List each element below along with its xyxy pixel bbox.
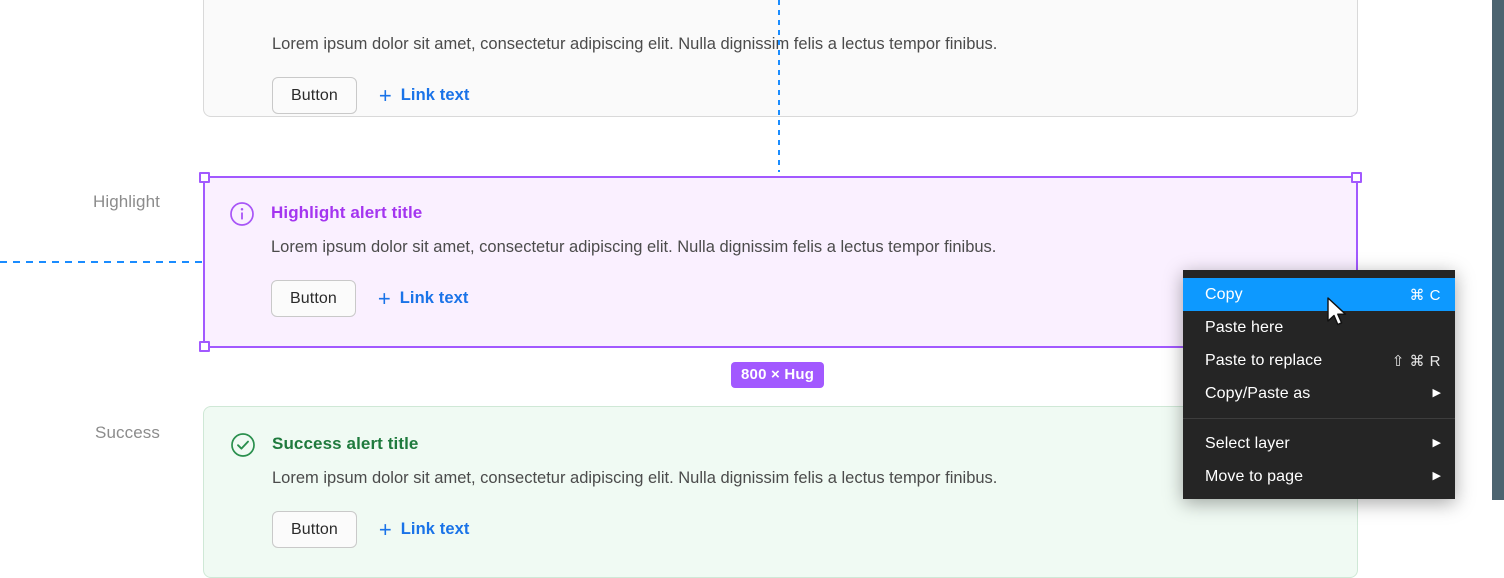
alert-button[interactable]: Button	[272, 511, 357, 548]
alert-button[interactable]: Button	[271, 280, 356, 317]
alert-body-text: Lorem ipsum dolor sit amet, consectetur …	[272, 35, 998, 53]
menu-item-move-to-page[interactable]: Move to page ▶	[1183, 460, 1455, 493]
chevron-right-icon: ▶	[1432, 437, 1441, 449]
menu-item-copy-paste-as[interactable]: Copy/Paste as ▶	[1183, 377, 1455, 410]
alert-card-highlight[interactable]: Highlight alert title Lorem ipsum dolor …	[203, 176, 1358, 348]
menu-item-label: Paste here	[1205, 318, 1284, 336]
measurement-guide-horizontal	[0, 261, 204, 263]
menu-item-label: Move to page	[1205, 467, 1304, 485]
alert-actions: Button + Link text	[271, 280, 1334, 317]
row-label-highlight: Highlight	[92, 192, 160, 211]
menu-separator	[1183, 418, 1455, 419]
menu-item-label: Paste to replace	[1205, 351, 1323, 369]
alert-link[interactable]: + Link text	[378, 82, 470, 108]
context-menu[interactable]: Copy ⌘ C Paste here Paste to replace ⇧ ⌘…	[1183, 270, 1455, 499]
chevron-right-icon: ▶	[1432, 387, 1441, 399]
alert-link-text[interactable]: Link text	[400, 520, 470, 538]
alert-button[interactable]: Button	[272, 77, 357, 114]
alert-content-highlight: Highlight alert title Lorem ipsum dolor …	[271, 200, 1334, 317]
alert-content-success: Success alert title Lorem ipsum dolor si…	[272, 431, 1333, 548]
menu-item-paste-to-replace[interactable]: Paste to replace ⇧ ⌘ R	[1183, 344, 1455, 377]
vertical-scrollbar[interactable]	[1492, 0, 1504, 500]
alert-actions: Button + Link text	[272, 77, 1333, 114]
selection-size-badge: 800 × Hug	[731, 362, 825, 388]
menu-item-label: Copy/Paste as	[1205, 384, 1311, 402]
menu-item-paste-here[interactable]: Paste here	[1183, 311, 1455, 344]
menu-item-select-layer[interactable]: Select layer ▶	[1183, 427, 1455, 460]
alert-body-text: Lorem ipsum dolor sit amet, consectetur …	[272, 469, 998, 487]
menu-item-label: Select layer	[1205, 434, 1290, 452]
alert-card-neutral[interactable]: Lorem ipsum dolor sit amet, consectetur …	[203, 0, 1358, 117]
alert-link[interactable]: + Link text	[378, 516, 470, 542]
alert-title-highlight: Highlight alert title	[271, 203, 423, 222]
alert-link[interactable]: + Link text	[377, 285, 469, 311]
menu-item-shortcut: ⇧ ⌘ R	[1391, 352, 1441, 370]
check-circle-icon	[230, 432, 256, 458]
row-label-success: Success	[95, 423, 160, 442]
plus-icon: +	[377, 285, 391, 311]
menu-item-label: Copy	[1205, 285, 1243, 303]
menu-item-shortcut: ⌘ C	[1409, 286, 1441, 304]
alert-link-text[interactable]: Link text	[400, 86, 470, 104]
plus-icon: +	[378, 82, 392, 108]
alert-content-neutral: Lorem ipsum dolor sit amet, consectetur …	[272, 23, 1333, 114]
plus-icon: +	[378, 516, 392, 542]
alert-link-text[interactable]: Link text	[399, 289, 469, 307]
alert-title-success: Success alert title	[272, 434, 419, 453]
info-circle-icon	[229, 201, 255, 227]
chevron-right-icon: ▶	[1432, 470, 1441, 482]
alert-actions: Button + Link text	[272, 511, 1333, 548]
measurement-guide-vertical	[778, 0, 780, 172]
menu-item-copy[interactable]: Copy ⌘ C	[1183, 278, 1455, 311]
alert-body-text: Lorem ipsum dolor sit amet, consectetur …	[271, 238, 997, 256]
